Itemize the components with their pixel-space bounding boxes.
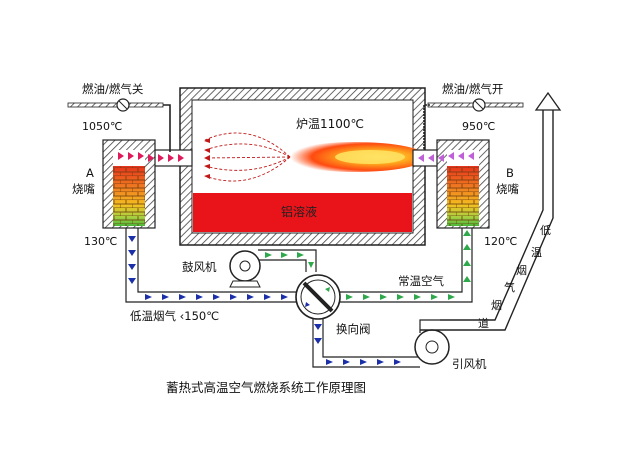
- regen-a-flow-arrows: [118, 152, 184, 162]
- regenerator-b: [418, 139, 490, 229]
- regen-b-top-temp: 950℃: [462, 120, 495, 133]
- air-duct: [258, 228, 473, 303]
- reversing-valve-inner: [300, 279, 336, 315]
- chimney-label-char-1: 低: [540, 224, 551, 237]
- flue-duct-walls: [125, 228, 296, 303]
- heat-flow-lines: [204, 132, 291, 182]
- air-duct-to-b-walls: [340, 228, 473, 303]
- blower-icon: [229, 250, 261, 282]
- induced-fan-label: 引风机: [452, 357, 487, 371]
- flue-to-fan-walls: [312, 319, 420, 368]
- reversing-valve-plate: [302, 281, 334, 313]
- diagram-caption: 蓄热式高温空气燃烧系统工作原理图: [166, 380, 366, 395]
- fuel-feed-b: [423, 104, 430, 150]
- valve-a-label: 燃油/燃气关: [82, 82, 144, 96]
- furnace-temp-label: 炉温1100℃: [296, 117, 364, 131]
- regen-a-burner-label: 烧嘴: [72, 182, 95, 196]
- flue-arrows-right: [145, 294, 288, 300]
- regen-b-flow-arrows: [418, 152, 474, 162]
- blower-arrows: [265, 252, 314, 268]
- chimney-label-char-5: 烟: [491, 298, 502, 312]
- regen-a-top-temp: 1050℃: [82, 120, 122, 133]
- flue-gas-duct: [125, 228, 296, 303]
- fuel-pipe-a: [67, 102, 164, 108]
- chimney: 低 温 烟 气 烟 道: [420, 91, 562, 331]
- molten-metal: [193, 193, 412, 232]
- fuel-line-b: [423, 98, 524, 150]
- ambient-air-label: 常温空气: [398, 274, 444, 288]
- chimney-top-arrow: [534, 91, 562, 111]
- air-arrows-right: [346, 294, 455, 300]
- flue-to-fan-arrows: [314, 324, 401, 365]
- blower-duct-walls: [258, 249, 317, 272]
- reversing-valve: 换向阀: [295, 274, 371, 336]
- blower-label: 鼓风机: [182, 260, 217, 274]
- chimney-label-char-2: 温: [531, 246, 542, 259]
- molten-metal-label: 铝溶液: [281, 204, 317, 219]
- fuel-valve-b-stem: [474, 100, 484, 110]
- regenerator-a-brick-pattern: [113, 166, 145, 226]
- regen-a-bottom-temp: 130℃: [84, 235, 117, 248]
- fuel-line-a: [67, 98, 171, 152]
- fuel-feed-a: [163, 104, 171, 152]
- chimney-label-char-6: 道: [478, 316, 489, 330]
- regen-b-bottom-temp: 120℃: [484, 235, 517, 248]
- regenerator-a: [102, 139, 184, 229]
- regen-a-letter: A: [86, 166, 94, 180]
- blower-hub: [239, 260, 251, 272]
- flue-gas-label: 低温烟气 ‹150℃: [130, 309, 219, 323]
- regenerator-b-brick-pattern: [447, 166, 479, 226]
- regen-b-letter: B: [506, 166, 514, 180]
- induced-fan-icon: [414, 329, 450, 365]
- flue-to-fan-duct: [312, 319, 420, 368]
- chimney-label-char-3: 烟: [516, 263, 527, 277]
- induced-fan: 引风机: [414, 319, 487, 371]
- induced-fan-outlet: [419, 319, 440, 333]
- regen-b-burner-label: 烧嘴: [496, 182, 519, 196]
- air-arrows-up: [463, 230, 471, 282]
- flue-stack-duct: [420, 108, 554, 331]
- heat-flow-arrows: [204, 138, 210, 179]
- blower: 鼓风机: [182, 250, 261, 288]
- flame-core: [335, 150, 405, 164]
- furnace: 炉温1100℃ 铝溶液: [179, 87, 427, 246]
- blower-base: [229, 280, 261, 288]
- fuel-valve-a-stem: [118, 100, 128, 110]
- valve-b-label: 燃油/燃气开: [442, 82, 503, 96]
- reversing-valve-label: 换向阀: [336, 322, 371, 336]
- chimney-label-char-4: 气: [504, 280, 515, 294]
- induced-fan-hub: [425, 340, 439, 354]
- flue-arrows-down: [128, 236, 136, 284]
